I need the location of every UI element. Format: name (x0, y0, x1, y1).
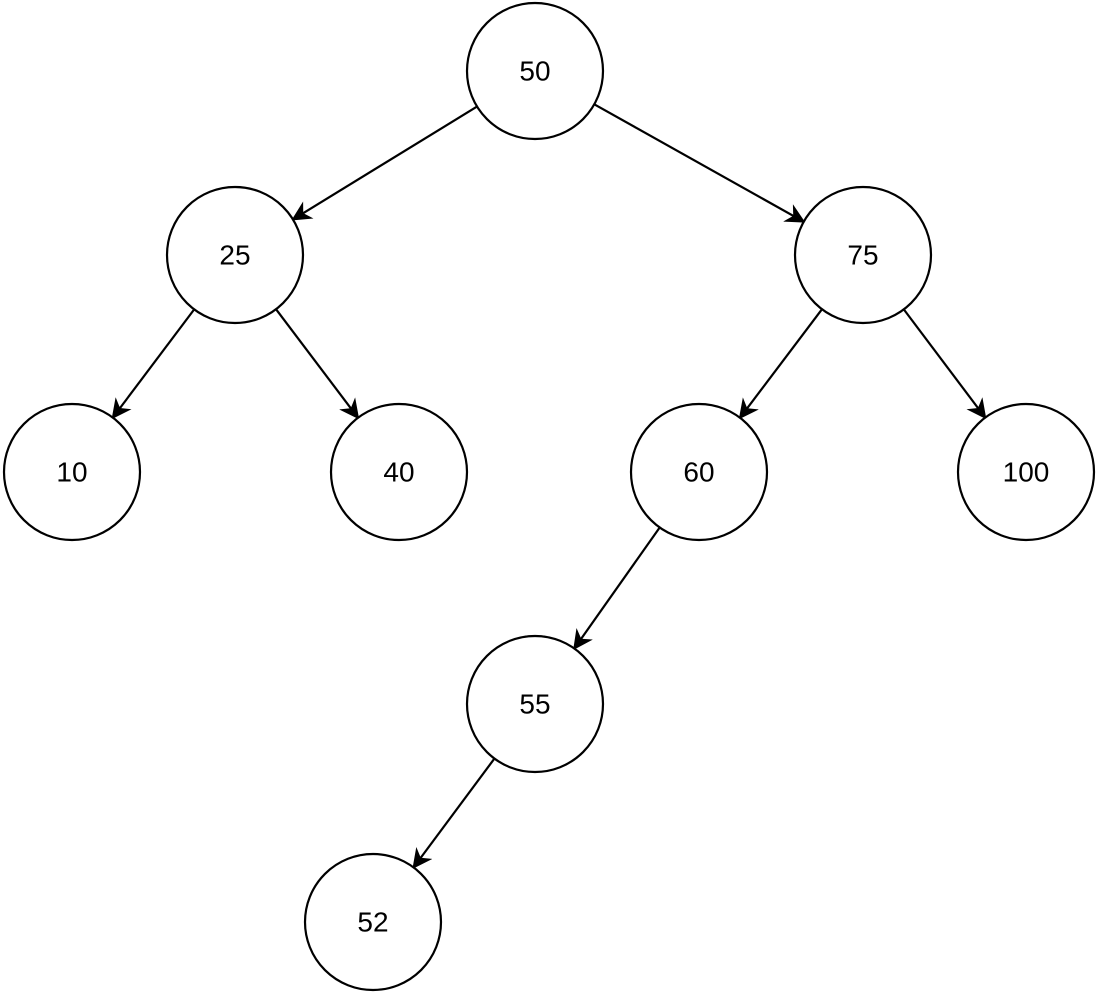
tree-node-100: 100 (956, 402, 1096, 542)
node-circle (465, 1, 605, 141)
node-label: 100 (1003, 457, 1050, 488)
node-label: 50 (519, 56, 550, 87)
edge-arrow-60-to-55 (573, 526, 661, 651)
edge-arrow-55-to-52 (412, 757, 496, 870)
tree-node-25: 25 (165, 185, 305, 325)
tree-node-55: 55 (465, 634, 605, 774)
node-circle (793, 185, 933, 325)
node-label: 75 (847, 240, 878, 271)
tree-node-75: 75 (793, 185, 933, 325)
node-circle (629, 402, 769, 542)
tree-node-50: 50 (465, 1, 605, 141)
tree-node-40: 40 (329, 402, 469, 542)
node-circle (465, 634, 605, 774)
edge-arrow-75-to-100 (902, 308, 987, 420)
node-circle (165, 185, 305, 325)
node-label: 55 (519, 689, 550, 720)
node-label: 52 (357, 907, 388, 938)
node-label: 40 (383, 457, 414, 488)
edges-layer (111, 103, 987, 870)
tree-node-52: 52 (303, 852, 443, 992)
node-circle (2, 402, 142, 542)
edge-arrow-50-to-75 (593, 103, 806, 223)
tree-node-10: 10 (2, 402, 142, 542)
tree-node-60: 60 (629, 402, 769, 542)
node-label: 10 (56, 457, 87, 488)
edge-arrow-25-to-10 (111, 308, 196, 420)
node-label: 25 (219, 240, 250, 271)
node-label: 60 (683, 457, 714, 488)
edge-arrow-25-to-40 (275, 308, 360, 420)
node-circle (329, 402, 469, 542)
edge-arrow-50-to-25 (291, 105, 478, 221)
node-circle (303, 852, 443, 992)
edge-arrow-75-to-60 (738, 308, 823, 420)
node-circle (956, 402, 1096, 542)
